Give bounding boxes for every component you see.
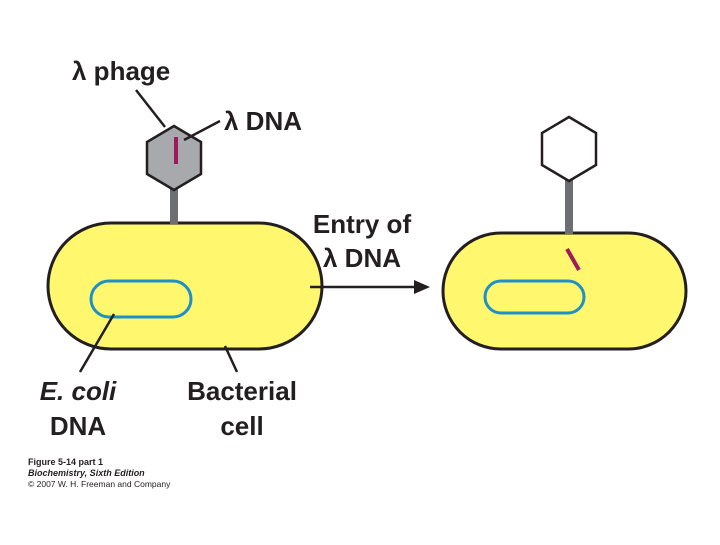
lambda-dna-injected bbox=[565, 248, 581, 271]
label-ecoli-line2: DNA bbox=[49, 411, 107, 441]
phage-head-right bbox=[540, 115, 598, 183]
caption-figure: Figure 5-14 part 1 bbox=[28, 457, 104, 467]
label-lambda-phage: λ phage bbox=[72, 56, 171, 86]
leader-bacterial-cell bbox=[223, 345, 239, 373]
label-bacterial-line1: Bacterial bbox=[187, 376, 297, 406]
label-entry-line2: λ DNA bbox=[322, 243, 401, 273]
label-entry-line1: Entry of bbox=[312, 209, 412, 239]
ecoli-dna-left bbox=[89, 279, 193, 319]
ecoli-dna-right bbox=[483, 279, 586, 315]
bacterial-cell-right bbox=[441, 231, 688, 351]
entry-arrow-head bbox=[414, 280, 430, 294]
phage-tail-left bbox=[170, 178, 178, 224]
leader-lambda-dna bbox=[183, 119, 221, 142]
caption-book: Biochemistry, Sixth Edition bbox=[28, 468, 145, 478]
phage-tail-right bbox=[565, 180, 573, 234]
leader-ecoli-dna bbox=[78, 313, 116, 373]
label-bacterial-line2: cell bbox=[220, 411, 264, 441]
caption-copyright: © 2007 W. H. Freeman and Company bbox=[28, 479, 171, 489]
label-ecoli-line1: E. coli bbox=[39, 376, 117, 406]
leader-phage bbox=[135, 89, 166, 128]
label-lambda-dna: λ DNA bbox=[224, 106, 303, 136]
